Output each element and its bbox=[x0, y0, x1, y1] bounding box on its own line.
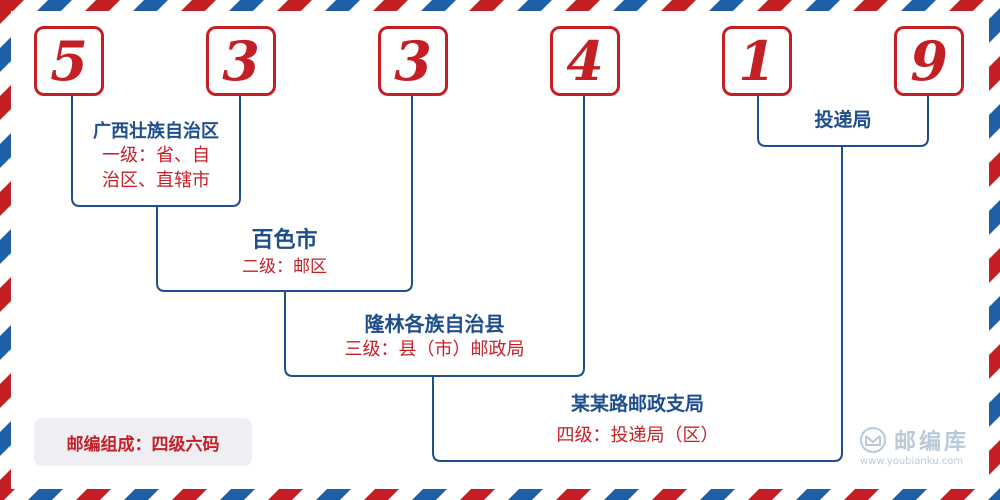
border-stripes-right bbox=[989, 0, 1000, 500]
city-label: 百色市 二级：邮区 bbox=[157, 226, 412, 279]
province-name: 广西壮族自治区 bbox=[93, 121, 219, 142]
province-desc-line1: 一级：省、自 bbox=[102, 145, 210, 167]
logo-text: 邮编库 bbox=[894, 430, 970, 455]
postcode-digit-4: 4 bbox=[550, 26, 620, 96]
postcode-digit-5: 1 bbox=[722, 26, 792, 96]
postcode-digit-1: 5 bbox=[34, 26, 104, 96]
connector-delivery bbox=[757, 96, 929, 147]
office-label: 某某路邮政支局 四级：投递局（区） bbox=[433, 392, 842, 448]
office-desc: 四级：投递局（区） bbox=[556, 424, 719, 446]
county-label: 隆林各族自治县 三级：县（市）邮政局 bbox=[285, 311, 584, 362]
province-desc-line2: 治区、直辖市 bbox=[102, 169, 210, 191]
delivery-label: 投递局 bbox=[758, 108, 928, 134]
envelope-logo-icon bbox=[860, 427, 886, 453]
border-stripes-left bbox=[0, 0, 11, 500]
logo-url: www.youbianku.com bbox=[860, 456, 964, 467]
border-stripes-bottom bbox=[0, 489, 1000, 500]
connector-office bbox=[432, 145, 843, 462]
province-label: 广西壮族自治区 一级：省、自 治区、直辖市 bbox=[72, 120, 240, 193]
delivery-name: 投递局 bbox=[814, 109, 872, 131]
postcode-digit-6: 9 bbox=[894, 26, 964, 96]
site-logo: 邮编库 www.youbianku.com bbox=[858, 424, 984, 470]
postcode-digit-2: 3 bbox=[206, 26, 276, 96]
border-stripes-top bbox=[0, 0, 1000, 11]
city-name: 百色市 bbox=[251, 228, 318, 253]
connector-county bbox=[284, 96, 585, 377]
office-name: 某某路邮政支局 bbox=[570, 393, 704, 415]
postcode-structure-badge: 邮编组成：四级六码 bbox=[34, 418, 252, 466]
county-name: 隆林各族自治县 bbox=[364, 312, 505, 336]
postcode-digit-3: 3 bbox=[378, 26, 448, 96]
city-desc: 二级：邮区 bbox=[242, 256, 327, 277]
county-desc: 三级：县（市）邮政局 bbox=[344, 339, 525, 360]
